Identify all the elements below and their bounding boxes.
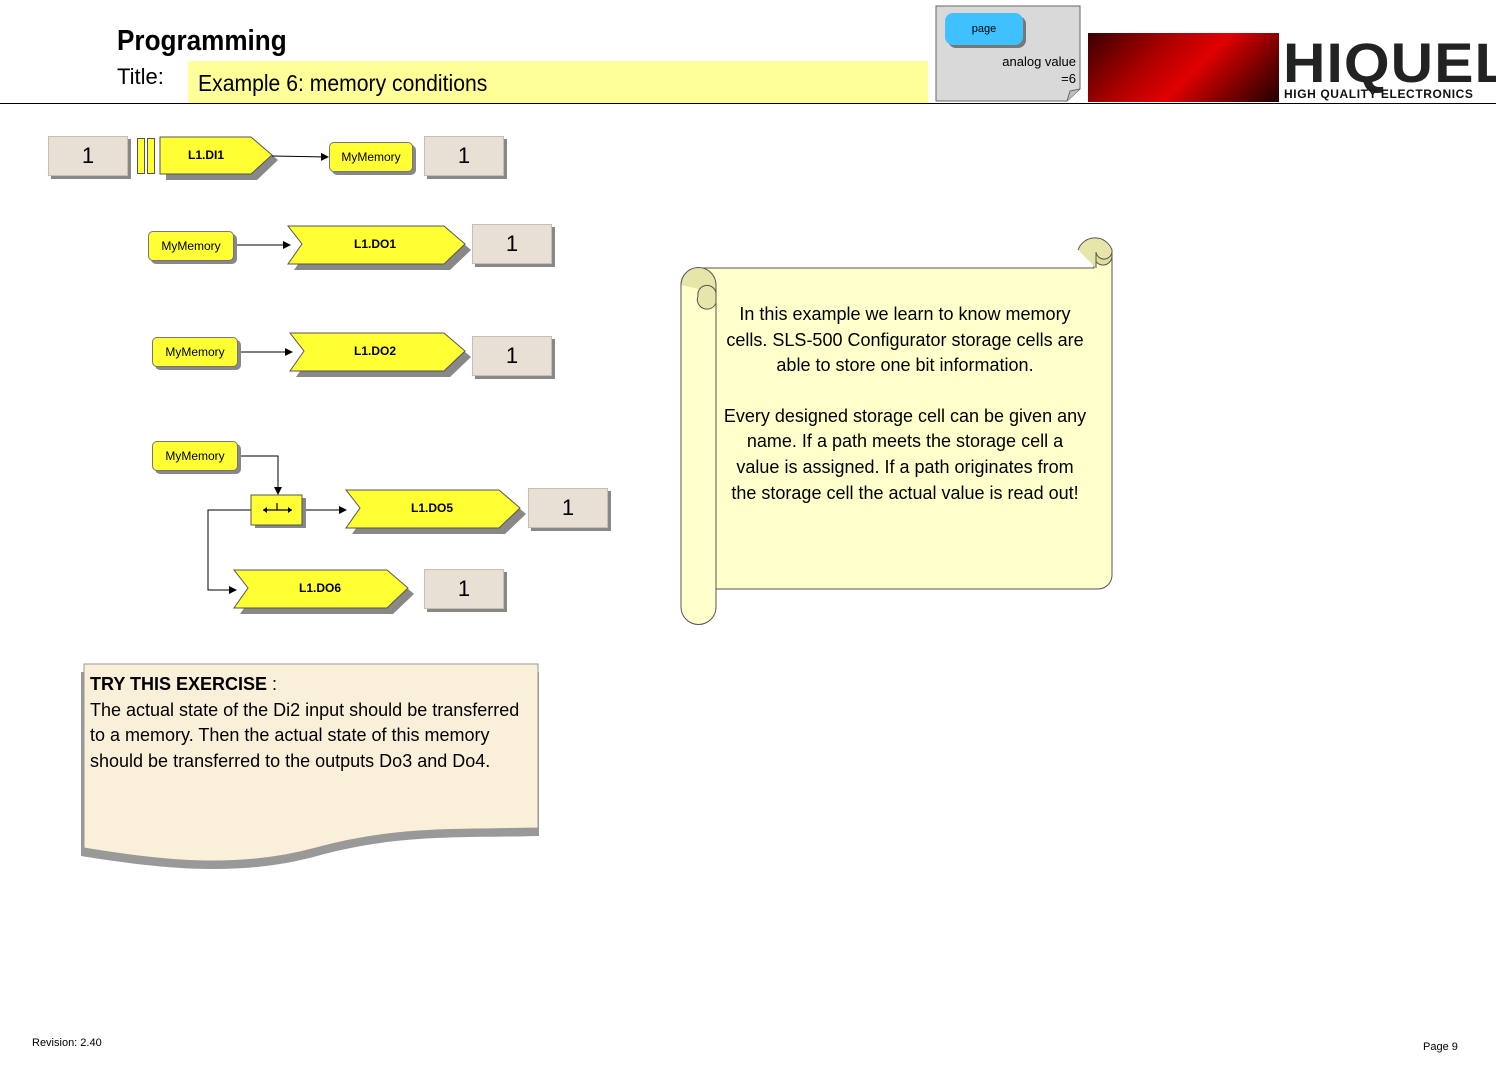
l1-do1-arrow <box>286 225 466 265</box>
input-bar-2 <box>147 138 155 174</box>
l1-do6-label: L1.DO6 <box>298 581 341 595</box>
page-button[interactable]: page <box>945 13 1023 45</box>
l1-do5-arrow <box>344 489 521 529</box>
l1-di1-arrow <box>159 136 273 175</box>
do5-value-block: 1 <box>528 488 608 528</box>
l1-di1-label: L1.DI1 <box>187 148 224 162</box>
title-label: Title: <box>117 64 164 89</box>
page-number: Page 9 <box>1423 1041 1458 1053</box>
l1-do5-label: L1.DO5 <box>410 501 453 515</box>
analog-value-text: analog value =6 <box>980 53 1076 87</box>
l1-do2-label: L1.DO2 <box>353 344 396 358</box>
exercise-shape <box>83 663 539 862</box>
scroll-paragraph-1: In this example we learn to know memory … <box>726 304 1084 376</box>
memory-cell-write: MyMemory <box>329 142 413 172</box>
exercise-heading-suffix: : <box>267 674 278 694</box>
title-box <box>188 61 928 103</box>
l1-do2-arrow <box>288 332 466 372</box>
memory-cell-read-2: MyMemory <box>152 337 238 367</box>
l1-do6-arrow <box>232 569 409 609</box>
output-value-block-1: 1 <box>424 136 504 176</box>
analog-value-line1: analog value <box>1002 54 1076 69</box>
logo-name: HIQUEL <box>1283 31 1496 94</box>
logo-wordmark: HIQUEL® <box>1283 30 1496 95</box>
exercise-heading: TRY THIS EXERCISE <box>90 674 268 694</box>
l1-do1-label: L1.DO1 <box>353 237 396 251</box>
logo-red-image <box>1088 33 1279 102</box>
input-bar-1 <box>137 138 145 174</box>
revision-label: Revision: 2.40 <box>32 1037 102 1049</box>
exercise-note: TRY THIS EXERCISE : The actual state of … <box>90 672 526 774</box>
logo-tagline: HIGH QUALITY ELECTRONICS <box>1284 87 1474 101</box>
scroll-note-text: In this example we learn to know memory … <box>723 302 1087 506</box>
input-value-block: 1 <box>48 136 128 176</box>
memory-cell-read-3: MyMemory <box>152 441 238 471</box>
do2-value-block: 1 <box>472 336 552 376</box>
do6-value-block: 1 <box>424 569 504 609</box>
section-title: Programming <box>117 25 287 57</box>
exercise-body: The actual state of the Di2 input should… <box>90 699 520 771</box>
scroll-paragraph-2: Every designed storage cell can be given… <box>723 405 1087 503</box>
header-divider <box>0 103 1496 104</box>
do1-value-block: 1 <box>472 224 552 264</box>
memory-cell-read-1: MyMemory <box>148 231 234 261</box>
page-title: Example 6: memory conditions <box>198 70 488 96</box>
analog-value-line2: =6 <box>1061 71 1076 86</box>
